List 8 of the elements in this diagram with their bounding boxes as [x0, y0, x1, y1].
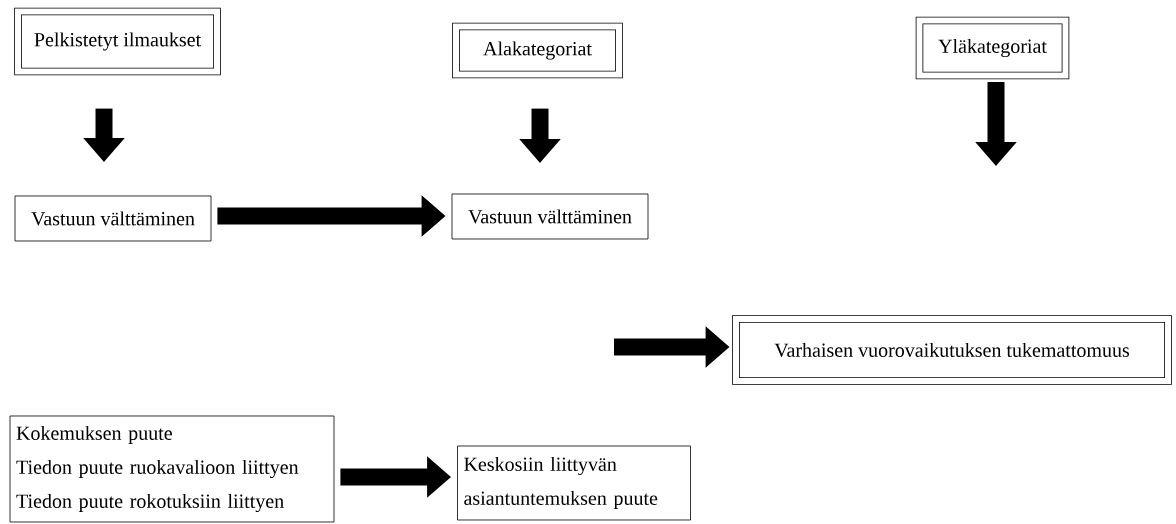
heading-box: Alakategoriat — [452, 22, 623, 79]
category-box: Vastuun välttäminen — [451, 193, 649, 240]
heading-box: Pelkistetyt ilmaukset — [14, 7, 221, 76]
heading-box: Yläkategoriat — [915, 16, 1070, 80]
category-box: Kokemuksen puute Tiedon puute ruokavalioon liittyen Tiedon puute rokotuksiin liittyen — [9, 415, 335, 523]
category-box: Varhaisen vuorovaikutuksen tukemattomuus — [732, 315, 1172, 385]
category-box: Keskosiin liittyvän asiantuntemuksen puute — [457, 445, 691, 521]
category-box: Vastuun välttäminen — [14, 195, 212, 242]
